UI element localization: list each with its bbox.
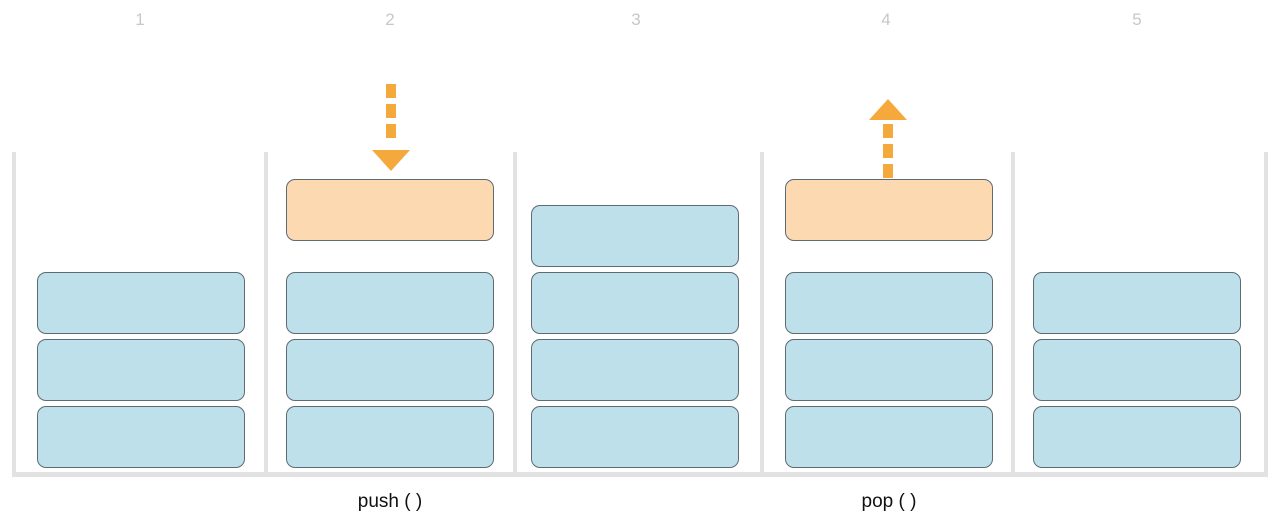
stack-item [785,406,993,468]
stack-item [286,406,494,468]
pop-arrow-icon [869,99,907,178]
stack-item [531,272,739,334]
stack-item [531,339,739,401]
popped-item [785,179,993,241]
container-wall-right [1264,152,1268,476]
step-number-4: 4 [881,10,891,29]
stack-item [286,272,494,334]
step-number-2: 2 [385,10,395,29]
container-divider-1 [264,152,268,476]
stack-item [1033,272,1241,334]
stack-item [37,339,245,401]
container-wall-left [12,152,16,476]
pushed-item [286,179,494,241]
step-number-5: 5 [1132,10,1142,29]
stack-item [1033,339,1241,401]
stack-item [785,339,993,401]
container-divider-4 [1011,152,1015,476]
stack-item [531,205,739,267]
container-divider-2 [513,152,517,476]
stack-item [37,406,245,468]
stack-item [286,339,494,401]
push-arrow-icon [372,84,410,171]
stack-item [37,272,245,334]
step-number-3: 3 [631,10,641,29]
push-label: push ( ) [357,491,423,512]
pop-label: pop ( ) [861,491,917,512]
step-number-1: 1 [135,10,145,29]
stack-item [531,406,739,468]
container-divider-3 [760,152,764,476]
stack-item [785,272,993,334]
stack-item [1033,406,1241,468]
container-floor [12,472,1268,477]
